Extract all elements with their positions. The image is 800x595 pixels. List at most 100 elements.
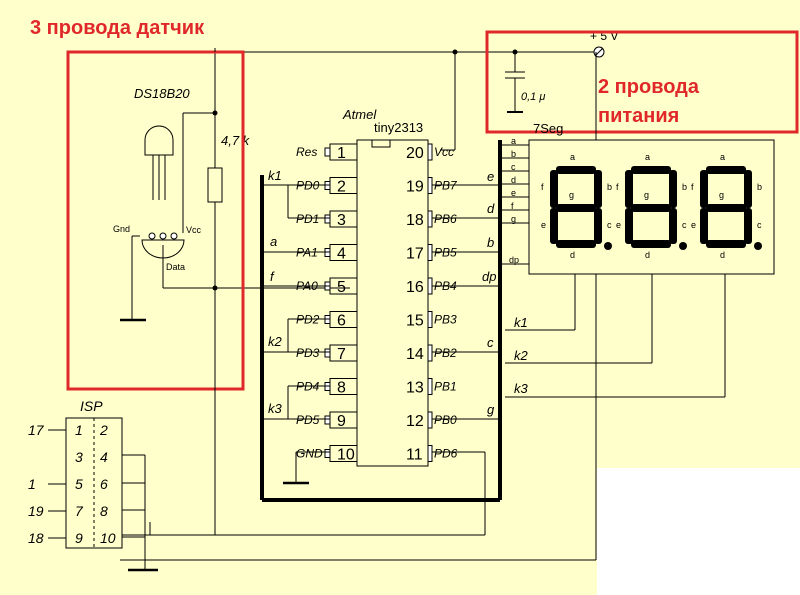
isp-ground xyxy=(122,454,158,572)
isp-ext-label: 17 xyxy=(28,422,45,438)
sensor-part-label: DS18B20 xyxy=(134,86,190,101)
mcu-pin-num-right: 12 xyxy=(406,413,424,430)
segment xyxy=(706,204,746,212)
isp-pin-left: 7 xyxy=(75,503,84,519)
segment-label: a xyxy=(645,152,650,162)
mcu-pin-name-right: Vcc xyxy=(434,145,454,159)
bus-label-e: e xyxy=(511,188,516,198)
segment-label: g xyxy=(569,190,574,200)
sensor-wires-annotation: 3 провода датчик xyxy=(30,17,205,39)
display-name: 7Seg xyxy=(533,121,563,136)
mcu-pin-name-right: PB3 xyxy=(434,313,457,327)
segment-label: g xyxy=(644,190,649,200)
isp-pin-left: 1 xyxy=(75,422,83,438)
bus-label-g: g xyxy=(511,214,516,224)
resistor-label: 4,7 k xyxy=(221,133,251,148)
segment-label: g xyxy=(719,190,724,200)
mcu-pin-num-right: 17 xyxy=(406,246,424,263)
mcu-pin-stub-right xyxy=(427,344,433,362)
segment xyxy=(700,208,708,244)
mcu-pin-num-right: 11 xyxy=(406,447,423,464)
net-k1-display: k1 xyxy=(514,315,528,330)
mcu-pin-num-left: 1 xyxy=(337,145,346,162)
mcu-pin-name-left: Res xyxy=(296,145,317,159)
segment xyxy=(631,240,671,248)
segment xyxy=(669,208,677,244)
isp-ext-label: 19 xyxy=(28,503,44,519)
mcu-pin-num-left: 9 xyxy=(337,413,346,430)
mcu-pin-stub-right xyxy=(427,445,433,462)
blank-area xyxy=(597,468,800,595)
mcu-model: tiny2313 xyxy=(374,120,423,135)
mcu-chip xyxy=(356,139,429,467)
isp-pin-right: 8 xyxy=(100,503,108,519)
sensor-gnd-label: Gnd xyxy=(113,224,130,234)
mcu-pin-name-right: PB0 xyxy=(434,413,457,427)
segment-label: d xyxy=(720,250,725,260)
segment-label: f xyxy=(541,182,544,192)
net-k3-left: k3 xyxy=(268,401,283,416)
segment-label: b xyxy=(607,182,612,192)
mcu-pin-stub-right xyxy=(427,411,433,429)
segment-label: d xyxy=(570,250,575,260)
bus-label-c: c xyxy=(511,162,516,172)
net-g-right: g xyxy=(487,402,495,417)
mcu-pin-num-right: 14 xyxy=(406,346,424,363)
segment-label: c xyxy=(607,220,612,230)
mcu-pin-stub-right xyxy=(427,143,433,161)
segment-label: d xyxy=(645,250,650,260)
capacitor-label: 0,1 μ xyxy=(521,91,545,103)
segment xyxy=(744,170,752,208)
mcu-pin-num-left: 5 xyxy=(337,279,346,296)
mcu-pin-num-right: 15 xyxy=(406,313,424,330)
bus-label-b: b xyxy=(511,149,516,159)
mcu-pin-num-right: 18 xyxy=(406,212,424,229)
bus-label-f: f xyxy=(511,201,514,211)
mcu-pin-num-right: 13 xyxy=(406,380,424,397)
segment xyxy=(706,166,746,174)
segment xyxy=(625,170,633,208)
mcu-pin-num-left: 6 xyxy=(337,313,346,330)
power-highlight-box xyxy=(485,30,799,134)
isp-pin-right: 10 xyxy=(100,530,116,546)
segment xyxy=(631,166,671,174)
segment xyxy=(706,240,746,248)
mcu-pin-stub-left xyxy=(324,214,331,224)
segment xyxy=(556,240,596,248)
mcu-pin-num-left: 3 xyxy=(337,212,346,229)
segment-label: c xyxy=(682,220,687,230)
segment-label: a xyxy=(720,152,725,162)
mcu-pin-stub-left xyxy=(324,147,331,157)
power-wires-annotation-1: 2 провода xyxy=(598,76,700,98)
right-wiring xyxy=(149,48,500,536)
mcu-pin-stub-right xyxy=(427,311,433,328)
mcu-vendor: Atmel xyxy=(342,107,377,122)
decimal-point xyxy=(679,242,687,250)
isp-ext-label: 18 xyxy=(28,530,44,546)
segment xyxy=(594,170,602,208)
mcu-pin-name-right: PB1 xyxy=(434,380,457,394)
mcu-pin-stub-right xyxy=(427,378,433,395)
net-a-left: a xyxy=(270,234,277,249)
net-e-right: e xyxy=(487,169,494,184)
isp-pin-right: 2 xyxy=(99,422,108,438)
mcu-pin-num-left: 7 xyxy=(337,346,346,363)
mcu-pin-stub-left xyxy=(324,415,331,425)
mcu-pin-num-left: 4 xyxy=(337,246,346,263)
net-c-right: c xyxy=(487,335,494,350)
segment-label: e xyxy=(541,220,546,230)
mcu-pin-num-left: 10 xyxy=(337,447,355,464)
segment xyxy=(556,166,596,174)
sensor-wiring xyxy=(120,52,350,322)
segment xyxy=(669,170,677,208)
segment xyxy=(550,170,558,208)
mcu-pin-num-left: 2 xyxy=(337,179,346,196)
mcu-pin-name-left: PD5 xyxy=(296,413,320,427)
net-k3-display: k3 xyxy=(514,381,529,396)
